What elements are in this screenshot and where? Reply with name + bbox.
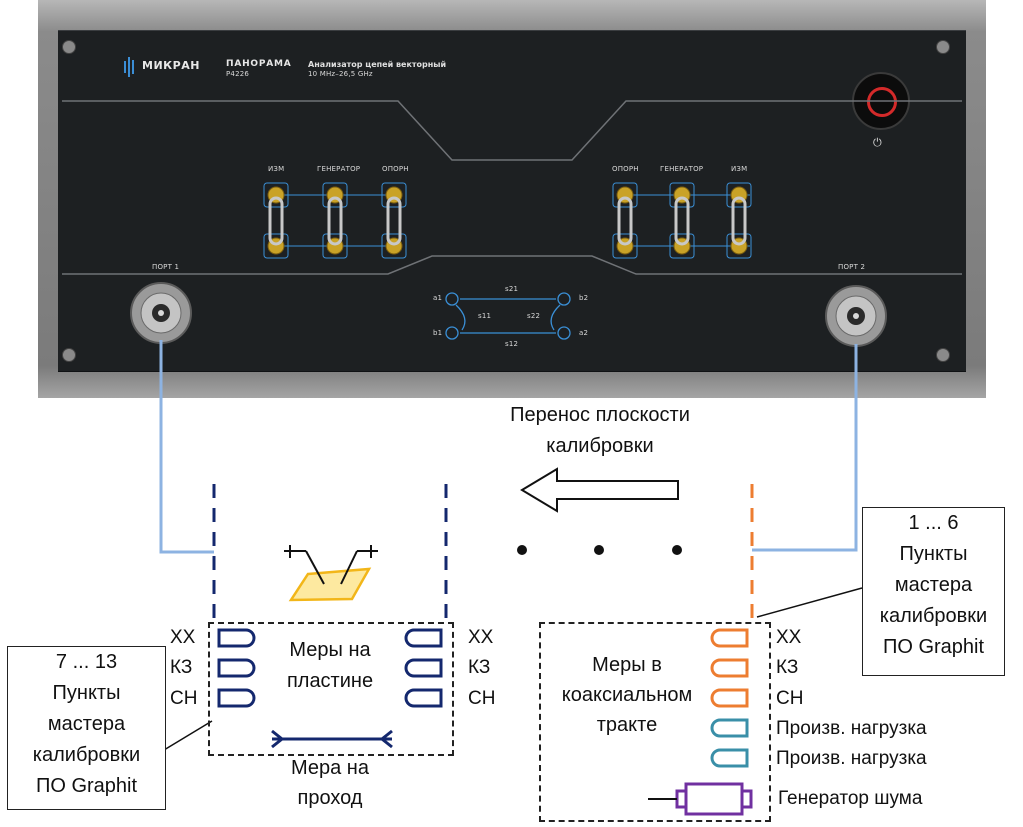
brand-name: МИКРАН [142, 59, 200, 72]
coax-label-line: Меры в [592, 654, 662, 676]
sparam-b2: b2 [579, 294, 589, 302]
panel-deco-line-top [62, 100, 962, 161]
right-std-short: КЗ [468, 657, 491, 678]
callout-line: Пункты [899, 543, 968, 565]
callout-line: 1 ... 6 [908, 512, 959, 534]
left-std-short: КЗ [170, 657, 193, 678]
cable-port1 [159, 340, 214, 554]
wafer-standards-left [217, 628, 256, 708]
transfer-label-line: калибровки [546, 435, 654, 457]
left-callout-box: 7 ... 13 Пункты мастера калибровки ПО Gr… [7, 646, 166, 810]
thru-label: Мера на проход [270, 753, 390, 813]
ellipsis-dot [672, 545, 682, 555]
coax-label-line: тракте [596, 714, 658, 736]
port2-connector-icon [825, 285, 887, 347]
power-icon: ⏻ [873, 136, 882, 149]
port1-connector-icon [130, 282, 192, 344]
callout-leader-right [756, 587, 863, 618]
callout-leader-left [163, 720, 213, 751]
right-std-load: СН [468, 688, 496, 709]
port2-label: ПОРТ 2 [838, 263, 866, 271]
right-jumper-bank [612, 182, 752, 259]
panel-deco-line-bottom [62, 255, 962, 275]
screw-icon [936, 348, 950, 362]
model-code: Р4226 [226, 70, 250, 78]
brand-logo-icon [124, 57, 138, 77]
screw-icon [62, 348, 76, 362]
coax-std-arb-load-2: Произв. нагрузка [776, 748, 927, 769]
thru-standard-icon [271, 729, 393, 749]
coax-label: Меры в коаксиальном тракте [544, 650, 710, 740]
sparam-flow-graph [445, 292, 571, 340]
ellipsis-dot [594, 545, 604, 555]
left-std-load: СН [170, 688, 198, 709]
sparam-s22: s22 [527, 312, 541, 320]
sparam-s12: s12 [505, 340, 519, 348]
wafer-standards-group [208, 622, 454, 756]
coax-label-line: коаксиальном [561, 684, 693, 706]
wafer-standards-right [404, 628, 443, 708]
wafer-label-line: пластине [286, 670, 374, 692]
callout-line: мастера [894, 574, 973, 596]
left-jumper-label-meas: ИЗМ [268, 165, 285, 173]
right-jumper-label-meas: ИЗМ [731, 165, 748, 173]
sparam-a1: a1 [433, 294, 443, 302]
port1-label: ПОРТ 1 [152, 263, 180, 271]
right-callout-box: 1 ... 6 Пункты мастера калибровки ПО Gra… [862, 507, 1005, 676]
model-name: ПАНОРАМА [226, 59, 292, 69]
transfer-arrow-icon [520, 467, 679, 513]
wafer-probe-icon [284, 545, 378, 602]
left-std-open: ХХ [170, 627, 196, 648]
left-jumper-bank [263, 182, 407, 259]
wafer-label-line: Меры на [289, 639, 371, 661]
device-description: Анализатор цепей векторный [308, 60, 447, 69]
left-jumper-label-ref: ОПОРН [382, 165, 409, 173]
transfer-label-line: Перенос плоскости [510, 404, 690, 426]
coax-std-arb-load-1: Произв. нагрузка [776, 718, 927, 739]
callout-line: калибровки [879, 605, 988, 627]
thru-label-line: Мера на [291, 757, 369, 779]
callout-line: мастера [47, 713, 126, 735]
callout-line: Пункты [52, 682, 121, 704]
callout-line: ПО Graphit [882, 636, 985, 658]
coax-standards [710, 628, 749, 768]
coax-std-noise-gen: Генератор шума [778, 788, 923, 809]
panel-graphics [62, 100, 962, 347]
sparam-s11: s11 [478, 312, 492, 320]
left-jumper-label-gen: ГЕНЕРАТОР [317, 165, 361, 173]
coax-std-load: СН [776, 688, 804, 709]
screw-icon [62, 40, 76, 54]
callout-line: 7 ... 13 [55, 651, 118, 673]
ellipsis-dot [517, 545, 527, 555]
callout-line: ПО Graphit [35, 775, 138, 797]
coax-standards-group [539, 622, 771, 822]
callout-line: калибровки [32, 744, 141, 766]
right-jumper-label-gen: ГЕНЕРАТОР [660, 165, 704, 173]
transfer-label: Перенос плоскости калибровки [480, 400, 720, 462]
freq-range: 10 MHz–26,5 GHz [308, 70, 373, 78]
cable-port2 [752, 344, 858, 552]
sparam-b1: b1 [433, 329, 443, 337]
screw-icon [936, 40, 950, 54]
wafer-label: Меры на пластине [270, 635, 390, 697]
coax-std-open: ХХ [776, 627, 802, 648]
sparam-s21: s21 [505, 285, 519, 293]
analyzer-face [58, 30, 966, 372]
right-jumper-label-ref: ОПОРН [612, 165, 639, 173]
right-std-open: ХХ [468, 627, 494, 648]
thru-label-line: проход [297, 787, 363, 809]
noise-generator-icon [675, 782, 753, 816]
sparam-a2: a2 [579, 329, 589, 337]
coax-std-short: КЗ [776, 657, 799, 678]
